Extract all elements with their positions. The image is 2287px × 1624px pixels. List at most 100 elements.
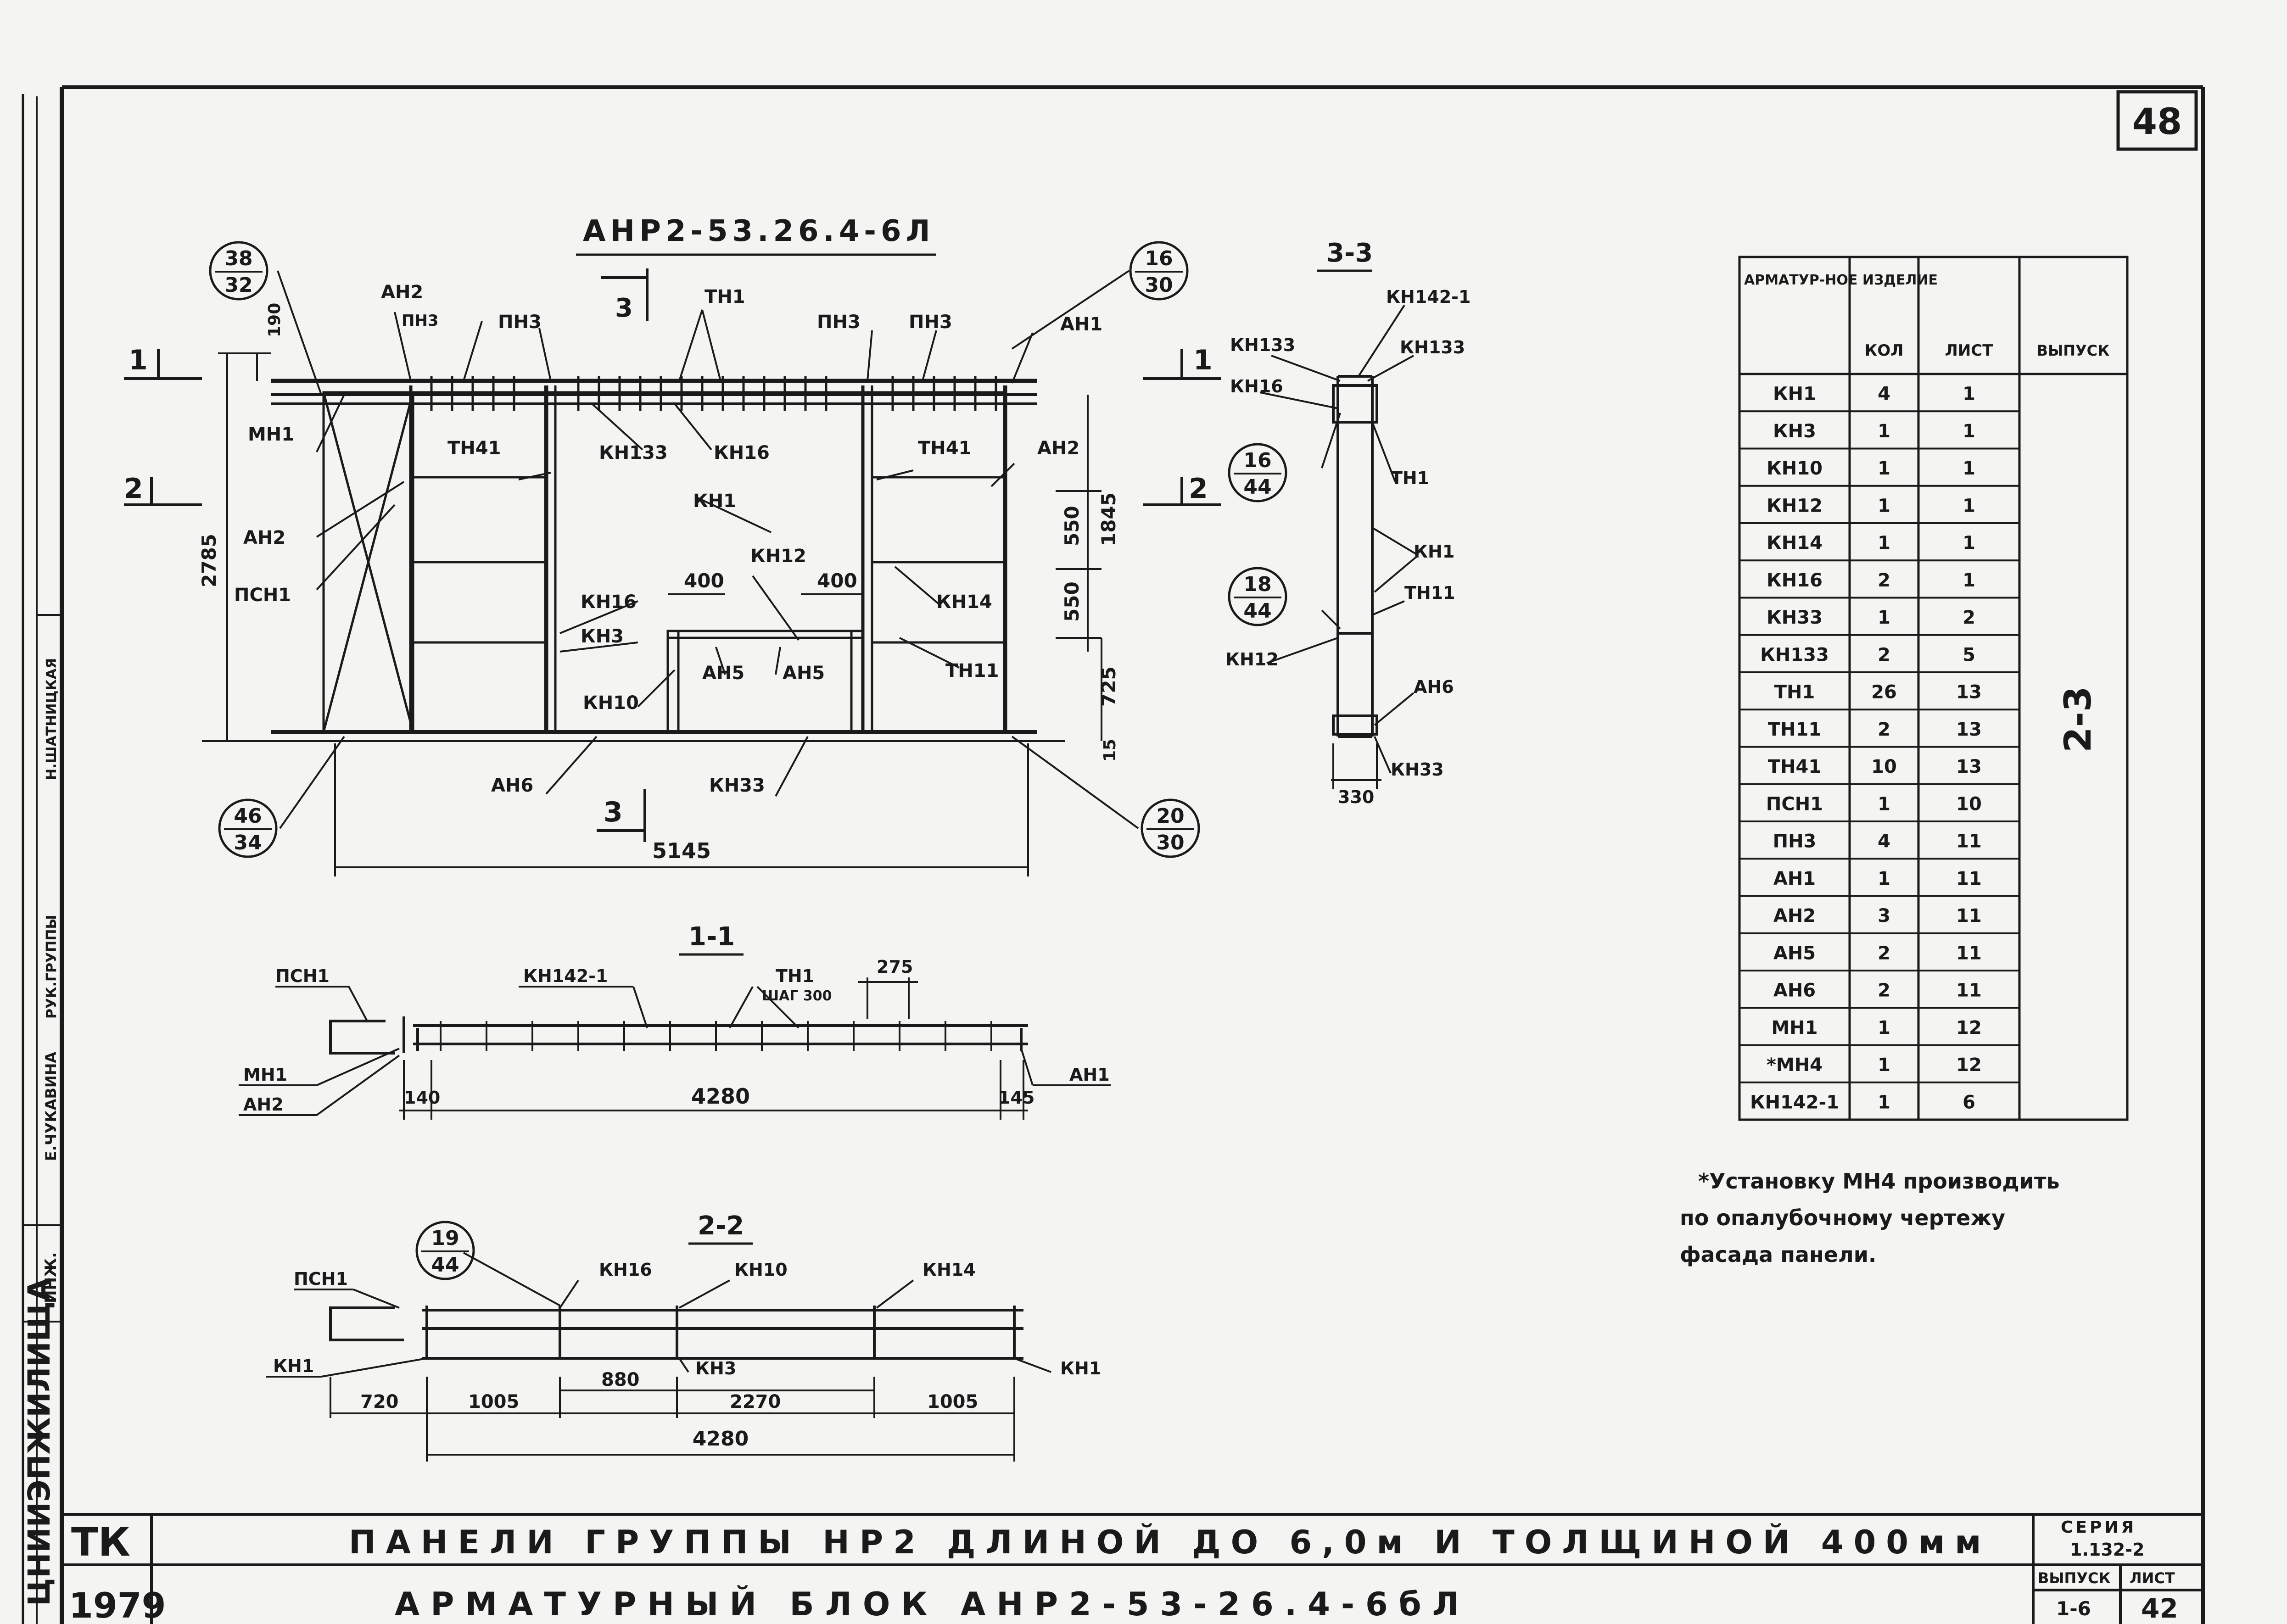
- s22-label-kn16: КН16: [599, 1260, 652, 1280]
- s33-dim-330: 330: [1338, 787, 1374, 807]
- spec-cell-qty: 26: [1871, 682, 1897, 703]
- label-pn3-c: ПН3: [817, 312, 861, 333]
- title-block-line-1: ПАНЕЛИ ГРУППЫ НР2 ДЛИНОЙ ДО 6,0м И ТОЛЩИ…: [349, 1524, 1991, 1561]
- callout-20-30-bottom: 30: [1156, 831, 1184, 854]
- s22-label-kn3: КН3: [695, 1358, 736, 1378]
- s33-label-tn1: ТН1: [1391, 468, 1429, 488]
- spec-cell-qty: 3: [1878, 905, 1890, 926]
- label-ah5-b: АН5: [783, 663, 825, 684]
- s33-label-kn12: КН12: [1225, 649, 1279, 670]
- dim-725: 725: [1097, 666, 1120, 707]
- side-stamp-inzh: ИНЖ.: [42, 1252, 60, 1303]
- spec-cell-sheet: 12: [1956, 1017, 1982, 1038]
- spec-cell-sheet: 5: [1963, 644, 1975, 665]
- callout-38-32-bottom: 32: [224, 273, 252, 297]
- spec-header-item: АРМАТУР-НОЕ ИЗДЕЛИЕ: [1744, 272, 1938, 288]
- spec-cell-qty: 1: [1878, 1055, 1890, 1076]
- label-kn12: КН12: [750, 546, 806, 567]
- callout-38-32: 38 32: [209, 241, 268, 301]
- spec-cell-sheet: 11: [1956, 905, 1982, 926]
- spec-cell-sheet: 1: [1963, 421, 1975, 442]
- label-kn16-b: КН16: [581, 592, 637, 613]
- section-3-3-title: 3-3: [1326, 238, 1373, 268]
- callout-20-30-top: 20: [1156, 804, 1184, 828]
- s33-label-kn133-b: КН133: [1400, 337, 1465, 357]
- spec-cell-item: КН133: [1760, 644, 1829, 665]
- spec-cell-item: ПН3: [1773, 831, 1817, 852]
- dim-15: 15: [1101, 739, 1119, 762]
- label-ah2-top: АН2: [381, 282, 423, 303]
- spec-cell-qty: 1: [1878, 458, 1890, 479]
- spec-cell-sheet: 11: [1956, 980, 1982, 1001]
- cut-mark-2-left: 2: [124, 473, 143, 505]
- s22-label-kn10: КН10: [734, 1260, 788, 1280]
- spec-cell-qty: 1: [1878, 533, 1890, 554]
- title-block-issue-label: ВЫПУСК: [2038, 1569, 2111, 1587]
- title-block-series-label: СЕРИЯ: [2061, 1518, 2136, 1537]
- spec-cell-sheet: 1: [1963, 570, 1975, 591]
- dim-1845: 1845: [1097, 492, 1120, 546]
- side-stamp-names: Е.ЧУКАВИНА: [42, 1052, 60, 1161]
- s22-dim-720: 720: [360, 1391, 399, 1412]
- sheet-number: 48: [2132, 101, 2182, 143]
- section-3-3: 3-3: [1225, 238, 1471, 807]
- spec-cell-sheet: 1: [1963, 384, 1975, 405]
- s22-dim-880: 880: [601, 1369, 640, 1390]
- title-block-series-value: 1.132-2: [2070, 1540, 2144, 1560]
- sheet-frame: [22, 85, 2205, 1624]
- s22-dim-1005-b: 1005: [927, 1391, 978, 1412]
- spec-cell-qty: 10: [1871, 756, 1897, 777]
- side-stamp-checker: Н.ШАТНИЦКАЯ: [44, 658, 60, 780]
- s11-label-psn1: ПСН1: [275, 966, 330, 986]
- label-ah6: АН6: [491, 775, 533, 796]
- s11-label-ah1: АН1: [1069, 1065, 1110, 1085]
- label-kn133: КН133: [599, 442, 668, 463]
- callout-20-30: 20 30: [1141, 798, 1200, 858]
- spec-cell-item: МН1: [1771, 1017, 1817, 1038]
- title-block-issue-value: 1-6: [2056, 1597, 2091, 1620]
- spec-issue-value: 2-3: [2057, 686, 2099, 753]
- spec-cell-item: АН6: [1773, 980, 1816, 1001]
- note-line-2: по опалубочному чертежу: [1680, 1205, 2005, 1230]
- s11-label-mn1: МН1: [243, 1065, 287, 1085]
- dim-2785: 2785: [198, 534, 220, 587]
- label-tn1: ТН1: [705, 286, 745, 307]
- s22-dim-2270: 2270: [730, 1391, 781, 1412]
- spec-cell-item: ТН11: [1768, 719, 1821, 740]
- spec-cell-sheet: 1: [1963, 495, 1975, 516]
- callout-19-44-top: 19: [431, 1227, 459, 1250]
- dim-550-b: 550: [1061, 581, 1083, 622]
- s33-label-kn1: КН1: [1414, 541, 1454, 562]
- callout-18-44-top: 18: [1243, 573, 1271, 596]
- title-block-line-2: АРМАТУРНЫЙ БЛОК АНР2-53-26.4-6бЛ: [395, 1585, 1470, 1623]
- label-ah2-right: АН2: [1037, 438, 1079, 459]
- callout-19-44-bottom: 44: [431, 1253, 459, 1277]
- label-kn10: КН10: [583, 692, 639, 714]
- spec-cell-sheet: 10: [1956, 793, 1982, 815]
- callout-19-44: 19 44: [415, 1221, 475, 1280]
- callout-46-34-top: 46: [234, 804, 262, 828]
- main-view-title: АНР2-53.26.4-6Л: [583, 214, 935, 248]
- dim-190: 190: [265, 303, 284, 337]
- spec-cell-sheet: 1: [1963, 533, 1975, 554]
- spec-cell-qty: 1: [1878, 495, 1890, 516]
- spec-cell-item: КН14: [1767, 533, 1823, 554]
- spec-cell-sheet: 13: [1956, 719, 1982, 740]
- label-ah2-left: АН2: [243, 527, 285, 548]
- spec-cell-qty: 4: [1878, 384, 1890, 405]
- spec-cell-item: КН12: [1767, 495, 1823, 516]
- s22-label-psn1: ПСН1: [294, 1269, 348, 1289]
- spec-cell-item: КН16: [1767, 570, 1823, 591]
- dim-550-a: 550: [1061, 506, 1083, 546]
- callout-16-44: 16 44: [1228, 443, 1287, 502]
- spec-cell-item: *МН4: [1767, 1055, 1823, 1076]
- note-line-3: фасада панели.: [1680, 1242, 1876, 1267]
- s22-label-kn14: КН14: [923, 1260, 976, 1280]
- label-pn3-a: ПН3: [402, 312, 439, 330]
- spec-cell-item: АН1: [1773, 868, 1816, 889]
- s33-label-kn142: КН142-1: [1386, 287, 1471, 307]
- label-tn41-left: ТН41: [447, 438, 501, 459]
- spec-cell-qty: 4: [1878, 831, 1890, 852]
